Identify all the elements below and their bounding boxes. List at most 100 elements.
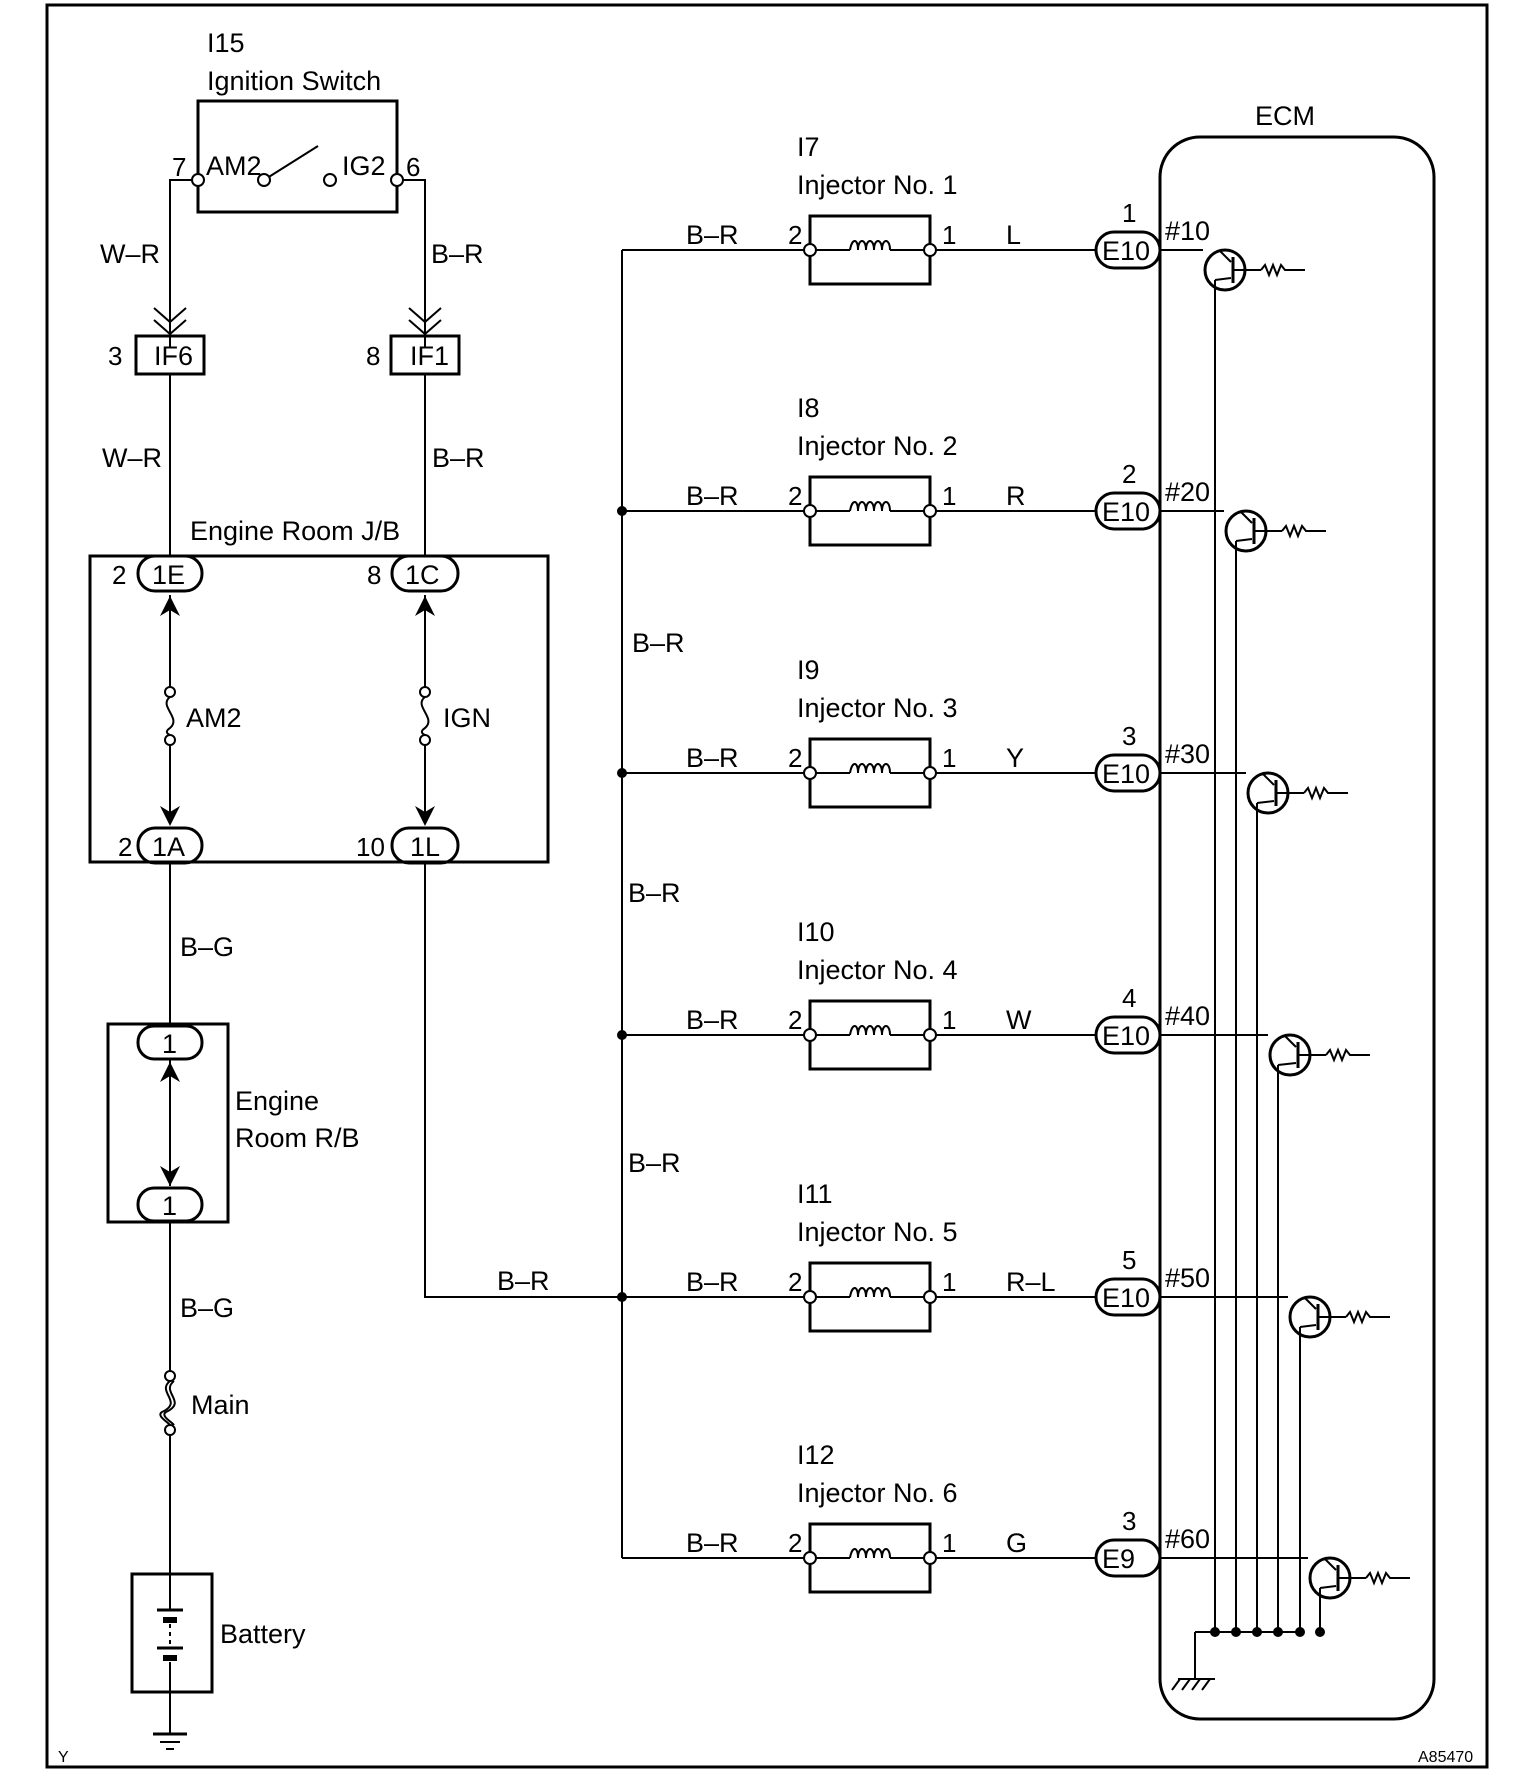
injector-pin-in: 2: [788, 220, 802, 250]
injector-in-wire-label: B–R: [686, 743, 739, 773]
ecm: ECM: [1158, 101, 1436, 1721]
injector-coil-icon: [849, 501, 891, 512]
ecm-connector-name: E10: [1102, 759, 1150, 789]
injector-coil-icon: [849, 1287, 891, 1298]
engine-room-jb-name: Engine Room J/B: [190, 516, 400, 546]
fuse-ign-symbol: [420, 696, 430, 736]
jb-connector-1a-name: 1A: [152, 832, 185, 862]
wire-label-b-g-lower: B–G: [180, 1293, 234, 1323]
jb-connector-1c: [390, 554, 460, 593]
bus-label-3: B–R: [628, 1148, 681, 1178]
ecm-pin-number: 1: [1122, 198, 1136, 228]
injector-code: I11: [797, 1179, 833, 1209]
injector-pin-out: 1: [942, 1267, 956, 1297]
bus-label-2: B–R: [628, 878, 681, 908]
wire-label-w-r: W–R: [100, 239, 160, 269]
injector-pin-out: 1: [942, 220, 956, 250]
jb-connector-1l-pin: 10: [356, 832, 385, 862]
diagram-frame: [45, 3, 1489, 1769]
ecm-pin-number: 4: [1122, 983, 1136, 1013]
injector-out-wire-label: W: [1006, 1005, 1032, 1035]
injector-out-wire-label: R–L: [1006, 1267, 1056, 1297]
connector-arrow: [415, 596, 435, 616]
connector-arrow: [415, 806, 435, 826]
injector-pin-in: 2: [788, 481, 802, 511]
injector-coil-icon: [849, 763, 891, 774]
wire-b-r-bus-feed: [424, 863, 622, 1298]
injector-code: I9: [797, 655, 820, 685]
injector-pin-out: 1: [942, 1005, 956, 1035]
connector-if6: IF6 3: [108, 334, 206, 376]
ignition-switch: I15 Ignition Switch AM2 IG2 7 6: [172, 28, 420, 214]
ignition-contact-am2: AM2: [206, 151, 262, 181]
ecm-connector-name: E9: [1102, 1544, 1135, 1574]
injector-out-wire-label: L: [1006, 220, 1021, 250]
resistor-icon: [1303, 785, 1348, 801]
ecm-pin-number: 2: [1122, 459, 1136, 489]
ignition-switch-box: [196, 99, 399, 214]
ignition-contact-ig2: IG2: [342, 151, 386, 181]
connector-arrow: [153, 307, 187, 336]
wire-b-r: [403, 179, 426, 348]
injector-pin-out: 1: [942, 1528, 956, 1558]
injector-pin-in: 2: [788, 1005, 802, 1035]
corner-mark: Y: [58, 1749, 69, 1766]
jb-connector-1c-pin: 8: [367, 560, 381, 590]
connector-if1-name: IF1: [410, 341, 449, 371]
injector-pin-in: 2: [788, 1528, 802, 1558]
wire-label-bus-feed: B–R: [497, 1266, 550, 1296]
ecm-connector-name: E10: [1102, 236, 1150, 266]
injector-name: Injector No. 4: [797, 955, 958, 985]
ignition-switch-code: I15: [207, 28, 245, 58]
resistor-icon: [1365, 1570, 1410, 1586]
jb-connector-1a-pin: 2: [118, 832, 132, 862]
battery: Battery: [130, 1572, 306, 1750]
resistor-icon: [1260, 262, 1305, 278]
ecm-signal-label: #30: [1165, 739, 1210, 769]
injector-name: Injector No. 3: [797, 693, 958, 723]
fuse-ign-label: IGN: [443, 703, 491, 733]
wire-label-w-r-lower: W–R: [102, 443, 162, 473]
jb-connector-1e: [136, 554, 204, 593]
wire-label-b-r-lower: B–R: [432, 443, 485, 473]
ecm-pin-number: 5: [1122, 1245, 1136, 1275]
ecm-connector-name: E10: [1102, 497, 1150, 527]
connector-arrow: [408, 307, 442, 336]
ecm-connector-name: E10: [1102, 1283, 1150, 1313]
injector-in-wire-label: B–R: [686, 481, 739, 511]
connector-arrow: [160, 1062, 180, 1082]
injector-pin-in: 2: [788, 1267, 802, 1297]
ignition-switch-blade: [263, 145, 319, 181]
injector-coil-icon: [849, 240, 891, 251]
ecm-signal-label: #10: [1165, 216, 1210, 246]
connector-arrow: [160, 596, 180, 616]
injector-out-wire-label: R: [1006, 481, 1026, 511]
injector-coil-icon: [849, 1025, 891, 1036]
main-fuse-symbol: [159, 1380, 172, 1426]
ignition-pin-7: 7: [172, 152, 186, 182]
ecm-pin-number: 3: [1122, 1506, 1136, 1536]
injector-name: Injector No. 2: [797, 431, 958, 461]
ignition-terminal: [191, 173, 205, 187]
rb-connector-top: [136, 1024, 204, 1061]
ecm-connector-name: E10: [1102, 1021, 1150, 1051]
jb-connector-1e-pin: 2: [112, 560, 126, 590]
jb-connector-1c-name: 1C: [405, 560, 440, 590]
connector-if1-pin: 8: [366, 341, 380, 371]
wire-w-r: [169, 179, 192, 348]
resistor-icon: [1325, 1047, 1370, 1063]
ecm-signal-label: #50: [1165, 1263, 1210, 1293]
figure-id: A85470: [1418, 1749, 1473, 1766]
fuse-am2-label: AM2: [186, 703, 242, 733]
injector-in-wire-label: B–R: [686, 1267, 739, 1297]
rb-connector-top-pin: 1: [162, 1029, 177, 1059]
battery-label: Battery: [220, 1619, 306, 1649]
ecm-label: ECM: [1255, 101, 1315, 131]
engine-room-jb-box: [88, 554, 550, 864]
